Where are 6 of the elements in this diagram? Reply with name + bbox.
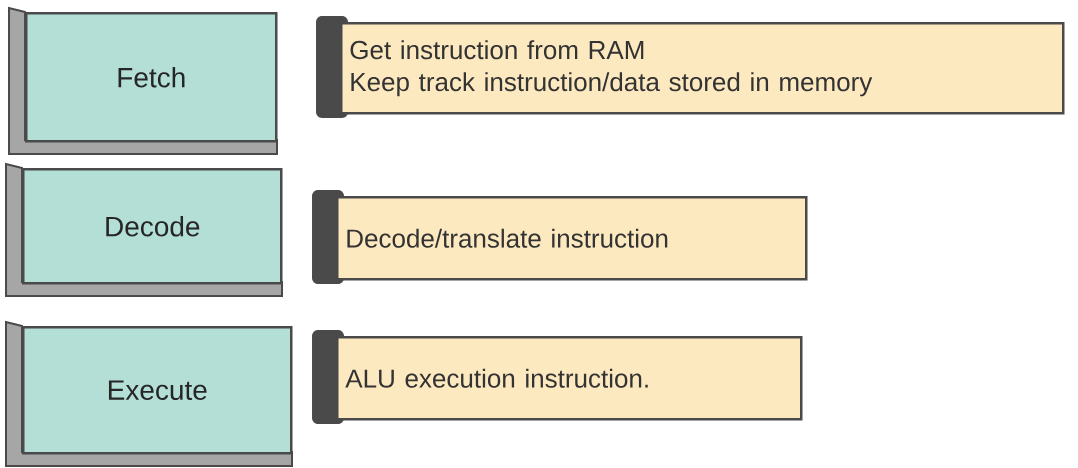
description-box: Get instruction from RAM Keep track instruction/data stored in memory xyxy=(316,16,1065,118)
stage-box: Execute xyxy=(5,320,293,467)
description-box: Decode/translate instruction xyxy=(312,190,808,284)
stage-box: Fetch xyxy=(8,6,278,155)
stage-box: Decode xyxy=(5,162,283,297)
description-box: ALU execution instruction. xyxy=(312,330,803,424)
